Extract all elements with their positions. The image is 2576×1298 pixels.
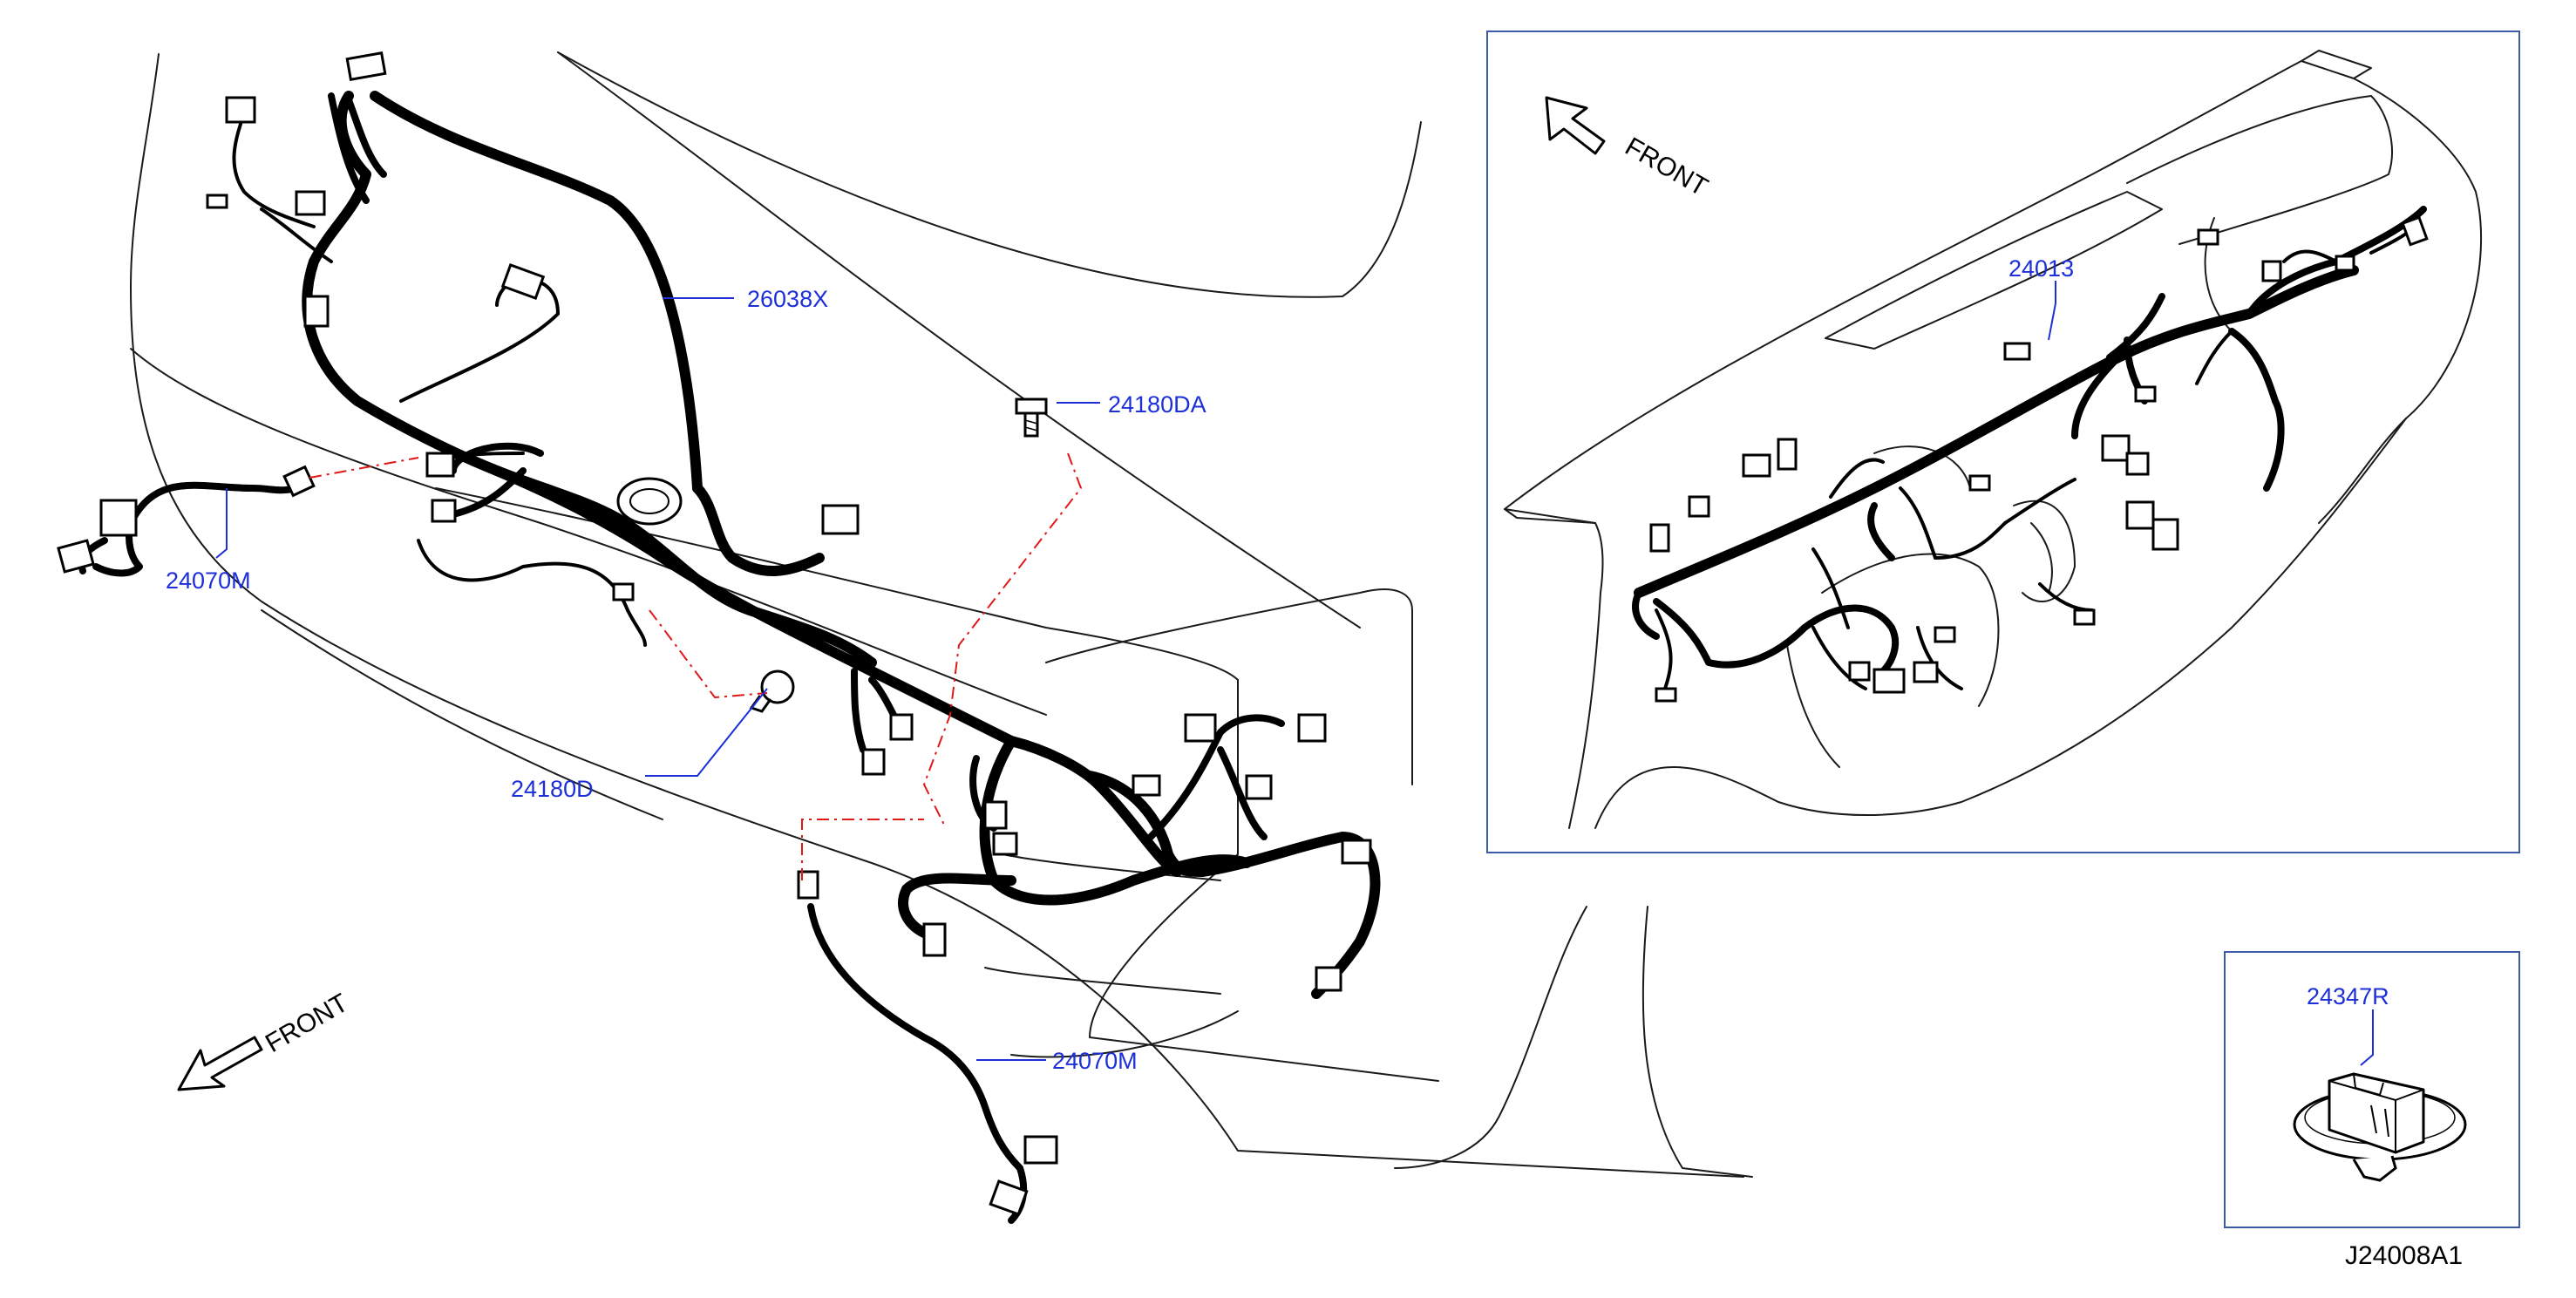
front-arrow-main: FRONT bbox=[177, 989, 353, 1091]
bolt-24180d bbox=[749, 669, 795, 713]
label-24013: 24013 bbox=[2008, 255, 2074, 282]
front-label-inset: FRONT bbox=[1621, 132, 1713, 201]
vehicle-body-outline bbox=[130, 51, 1753, 1178]
wiring-harness-24070m-lower bbox=[807, 903, 1028, 1224]
bolt-24180da bbox=[1015, 398, 1048, 438]
callout-leader-24013 bbox=[2048, 281, 2056, 341]
clip-24347r bbox=[2293, 1072, 2467, 1182]
location-lines bbox=[309, 452, 1083, 880]
inset-clip: 24347R bbox=[2224, 951, 2520, 1228]
inset-instrument-panel bbox=[1486, 31, 2520, 853]
inset-connectors bbox=[1649, 215, 2429, 703]
front-arrow-inset: FRONT bbox=[1545, 96, 1713, 202]
callout-leaders bbox=[215, 297, 1100, 1061]
label-24180d: 24180D bbox=[511, 776, 594, 802]
callout-leader-24347r bbox=[2360, 1009, 2374, 1066]
label-24347r: 24347R bbox=[2307, 983, 2389, 1009]
diagram-code: J24008A1 bbox=[2345, 1241, 2463, 1270]
wiring-harness-26038x bbox=[232, 91, 1381, 999]
front-label-main: FRONT bbox=[261, 989, 353, 1058]
label-24180da: 24180DA bbox=[1108, 391, 1206, 418]
label-26038x: 26038X bbox=[747, 286, 828, 312]
harness-connectors bbox=[57, 51, 1372, 1216]
label-24070m-lower: 24070M bbox=[1052, 1048, 1138, 1074]
label-24070m-left: 24070M bbox=[166, 567, 251, 594]
wiring-harness-24013 bbox=[1632, 206, 2427, 690]
horn-component bbox=[616, 477, 683, 526]
